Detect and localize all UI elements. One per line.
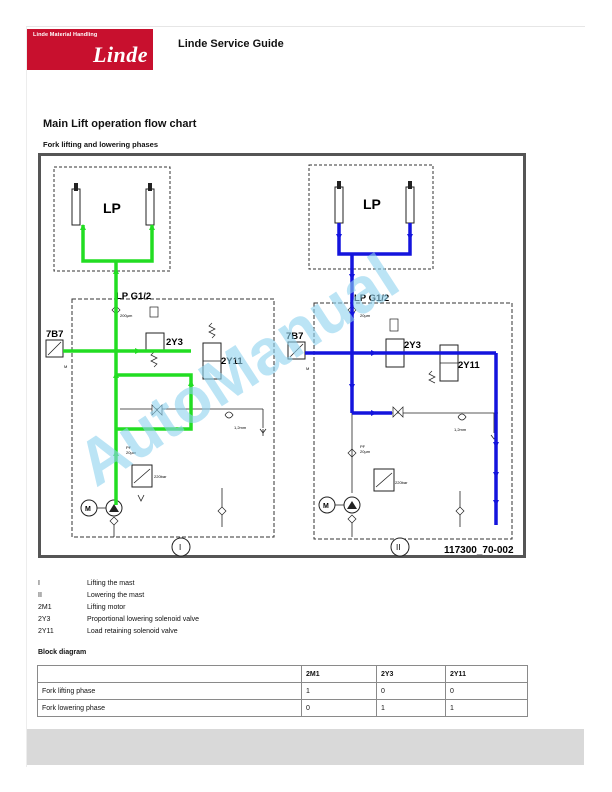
linde-logo: Linde Material Handling Linde [27, 29, 153, 70]
logo-wordmark: Linde [92, 42, 148, 67]
table-cell: 0 [376, 682, 446, 700]
cylinder-box [308, 164, 434, 270]
table-row: Fork lifting phase 1 0 0 [37, 682, 528, 700]
solenoid-2y11-label: 2Y11 [221, 356, 243, 367]
legend-value: Lifting motor [87, 604, 126, 611]
lift-cylinder-right [145, 188, 155, 226]
panel-marker-circle [390, 537, 410, 557]
relief-label: 220bar [154, 474, 167, 479]
motor-ref-label: M [64, 364, 67, 369]
panel-marker: I [179, 543, 181, 552]
table-cell: 0 [301, 699, 377, 717]
legend-row: 2Y3 Proportional lowering solenoid valve [38, 614, 199, 626]
valve-block-box [313, 302, 513, 540]
panel-marker: II [396, 543, 400, 552]
table-header-cell: 2Y11 [445, 665, 528, 683]
section-title: Main Lift operation flow chart [43, 118, 197, 130]
table-header-cell [37, 665, 302, 683]
table-cell: 1 [376, 699, 446, 717]
legend-key: II [38, 592, 42, 599]
table-cell: Fork lifting phase [37, 682, 302, 700]
logo-tagline: Linde Material Handling [33, 32, 98, 38]
subsection-title: Fork lifting and lowering phases [43, 140, 159, 149]
filter-label: 200µm [120, 313, 133, 318]
table-cell: 1 [301, 682, 377, 700]
legend-value: Load retaining solenoid valve [87, 628, 178, 635]
solenoid-2y11-label: 2Y11 [458, 360, 480, 371]
legend-key: I [38, 580, 40, 587]
block-diagram-title: Block diagram [38, 649, 87, 656]
table-header-cell: 2Y3 [376, 665, 446, 683]
lift-cylinder-left [334, 186, 344, 224]
legend: I Lifting the mast II Lowering the mast … [38, 578, 199, 638]
sensor-label: 7B7 [286, 331, 303, 342]
lift-cylinder-right [405, 186, 415, 224]
valve-2y3 [145, 332, 165, 352]
footer-bar [27, 729, 584, 765]
check-valve-icon [151, 404, 163, 416]
motor-ref-label: M [306, 366, 309, 371]
legend-value: Lifting the mast [87, 580, 135, 587]
block-diagram-table: 2M1 2Y3 2Y11 Fork lifting phase 1 0 0 Fo… [37, 665, 528, 717]
table-header-cell: 2M1 [301, 665, 377, 683]
table-row: Fork lowering phase 0 1 1 [37, 699, 528, 717]
filter-label: 20µm [360, 313, 371, 318]
valve-block-box [71, 298, 275, 538]
piston-rod-left [74, 183, 78, 191]
header-title: Linde Service Guide [178, 38, 284, 50]
legend-row: 2M1 Lifting motor [38, 602, 199, 614]
panel-marker-circle [171, 537, 191, 557]
hydraulic-flow-diagram: LP LP G1/2 200µm 7B7 M 2Y3 2Y11 1,2mm PF… [38, 153, 526, 558]
figure-id: 117300_70-002 [444, 545, 514, 556]
legend-key: 2M1 [38, 604, 52, 611]
cylinder-box [53, 166, 171, 272]
orifice-icon [224, 411, 234, 419]
port-label: LP G1/2 [116, 291, 151, 302]
cylinder-label: LP [103, 200, 121, 216]
table-cell: 1 [445, 699, 528, 717]
pf-label: PF [126, 445, 132, 450]
valve-2y3-label: 2Y3 [404, 340, 421, 351]
pf-filter-label: 20µm [360, 449, 371, 454]
legend-row: II Lowering the mast [38, 590, 199, 602]
panel-lowering: LP LP G1/2 20µm 7B7 M 2Y3 2Y11 1,2mm PF … [286, 164, 513, 557]
table-cell: 0 [445, 682, 528, 700]
panel-lifting: LP LP G1/2 200µm 7B7 M 2Y3 2Y11 1,2mm PF… [45, 166, 275, 557]
legend-value: Proportional lowering solenoid valve [87, 616, 200, 623]
legend-key: 2Y11 [38, 628, 54, 635]
orifice-label: 1,2mm [234, 425, 247, 430]
motor-symbol: M [85, 506, 91, 513]
legend-row: I Lifting the mast [38, 578, 199, 590]
legend-value: Lowering the mast [87, 592, 145, 599]
piston-rod-right [148, 183, 152, 191]
orifice-icon [457, 413, 467, 421]
legend-key: 2Y3 [38, 616, 51, 623]
orifice-label: 1,2mm [454, 427, 467, 432]
lift-cylinder-left [71, 188, 81, 226]
table-header-row: 2M1 2Y3 2Y11 [37, 665, 528, 683]
port-label: LP G1/2 [354, 293, 389, 304]
legend-row: 2Y11 Load retaining solenoid valve [38, 626, 199, 638]
cylinder-label: LP [363, 196, 381, 212]
pf-label: PF [360, 444, 366, 449]
sensor-label: 7B7 [46, 329, 63, 340]
lift-flow-loop [116, 373, 193, 431]
pf-filter-label: 20µm [126, 450, 137, 455]
table-cell: Fork lowering phase [37, 699, 302, 717]
motor-symbol: M [323, 503, 329, 510]
check-valve-icon [392, 406, 404, 418]
valve-2y3-label: 2Y3 [166, 337, 183, 348]
relief-label: 220bar [395, 480, 408, 485]
